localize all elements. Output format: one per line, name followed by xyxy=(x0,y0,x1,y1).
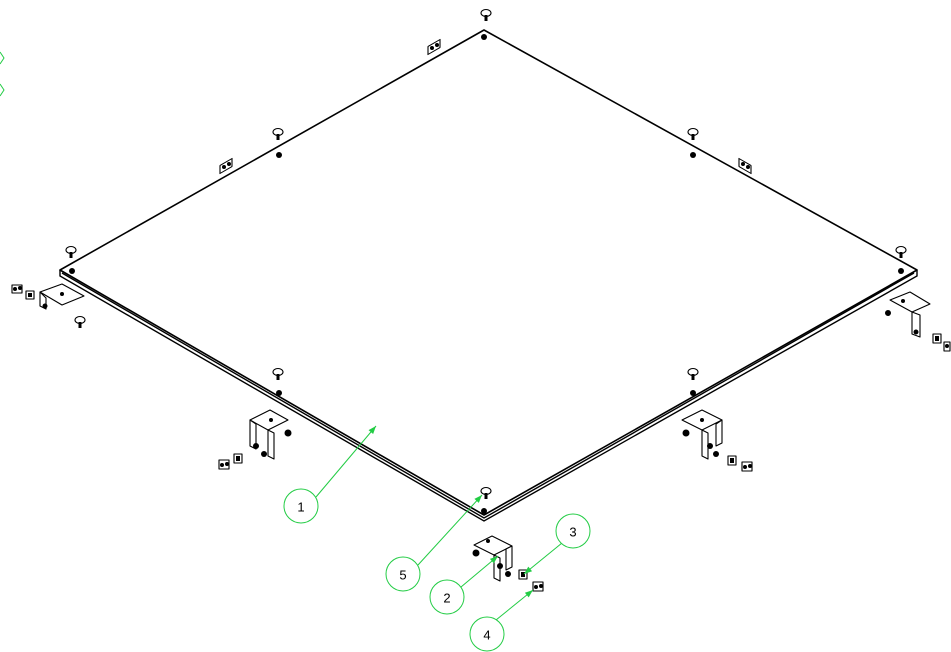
plate-hole xyxy=(481,508,487,514)
margin-mark xyxy=(0,51,5,97)
plate-hole xyxy=(898,268,904,274)
balloon-5-label: 5 xyxy=(399,568,406,583)
screws xyxy=(65,8,907,499)
bracket-assembly-front-left xyxy=(218,409,292,470)
balloon-4-circle xyxy=(469,616,505,652)
edge-clip xyxy=(738,157,752,175)
plate xyxy=(59,29,918,522)
screw xyxy=(65,245,77,258)
screw xyxy=(480,8,492,21)
balloon-3-circle xyxy=(555,513,591,549)
plate-hole xyxy=(481,34,487,40)
balloon-2-label: 2 xyxy=(443,591,450,606)
leader-4 xyxy=(495,589,534,621)
leader-2-arrowhead xyxy=(489,556,498,564)
screw xyxy=(687,127,699,140)
nut xyxy=(233,453,243,464)
nut xyxy=(25,290,35,300)
screw xyxy=(74,315,86,328)
balloon-4-label: 4 xyxy=(483,628,490,643)
balloon-3-label: 3 xyxy=(569,525,576,540)
balloon-1-label: 1 xyxy=(297,500,304,515)
bracket-assembly-left xyxy=(11,283,85,310)
leader-5 xyxy=(417,494,483,566)
washer xyxy=(532,581,544,592)
edge-clips xyxy=(219,38,752,175)
edge-clip xyxy=(427,38,441,56)
washer xyxy=(218,459,230,470)
leader-4-arrowhead xyxy=(524,590,533,598)
leader-5-arrowhead xyxy=(474,495,482,503)
leader-1 xyxy=(315,425,377,498)
balloon-5-circle xyxy=(385,556,421,592)
balloon-2-circle xyxy=(429,579,465,615)
screw xyxy=(895,245,907,258)
bracket-assembly-right xyxy=(885,291,951,352)
balloon-4: 4 xyxy=(469,616,505,652)
bracket-assembly-front-right xyxy=(681,409,753,472)
plate-hole xyxy=(690,152,696,158)
plate-hole xyxy=(276,390,282,396)
screw xyxy=(272,127,284,140)
bracket-assembly-front xyxy=(472,535,544,592)
screw xyxy=(687,367,699,380)
leader-3-arrowhead xyxy=(524,566,533,574)
leader-2 xyxy=(460,555,499,588)
leader-lines xyxy=(315,425,563,621)
balloon-1-circle xyxy=(283,488,319,524)
nut xyxy=(932,333,942,344)
leader-1-arrowhead xyxy=(368,426,376,435)
balloon-5: 5 xyxy=(385,556,421,592)
plate-top-face xyxy=(59,29,918,516)
balloon-2: 2 xyxy=(429,579,465,615)
washer xyxy=(11,284,23,294)
balloon-1: 1 xyxy=(283,488,319,524)
plate-hole xyxy=(690,390,696,396)
washer xyxy=(943,341,951,352)
margin-arrow xyxy=(0,51,5,97)
balloon-3: 3 xyxy=(555,513,591,549)
leader-3 xyxy=(523,542,563,575)
edge-clip xyxy=(219,157,233,175)
screw xyxy=(272,367,284,380)
nut xyxy=(727,455,737,466)
plate-hole xyxy=(69,268,75,274)
washer xyxy=(741,461,753,472)
nut xyxy=(518,569,528,580)
screw xyxy=(480,486,492,499)
plate-thickness-left-inner xyxy=(61,272,915,519)
plate-thickness-left xyxy=(59,270,918,522)
bracket xyxy=(889,291,931,313)
plate-hole xyxy=(276,152,282,158)
